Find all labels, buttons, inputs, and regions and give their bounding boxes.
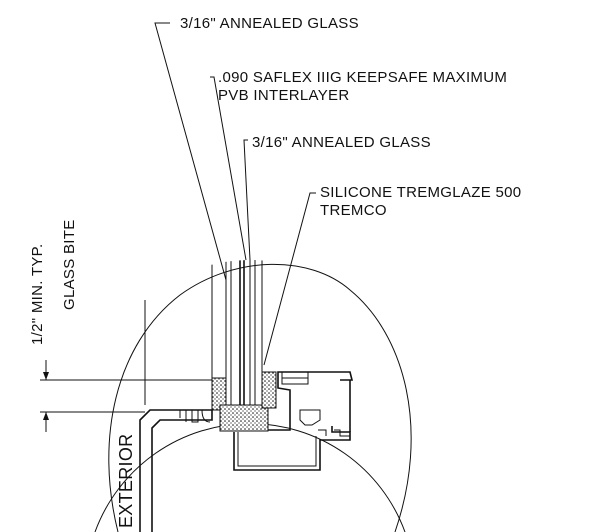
glazing-assembly [139, 260, 354, 532]
detail-circle-arc [108, 263, 412, 532]
glass-bite-dimension [40, 360, 212, 432]
callout-interlayer-line1: .090 SAFLEX IIIG KEEPSAFE MAXIMUM [218, 69, 507, 86]
callout-outer-glass: 3/16" ANNEALED GLASS [180, 15, 359, 32]
callout-sealant-line1: SILICONE TREMGLAZE 500 [320, 184, 521, 201]
callout-sealant-line2: TREMCO [320, 202, 387, 219]
dimension-label-line1: 1/2" MIN. TYP. [29, 243, 46, 345]
detail-circle [94, 423, 406, 532]
exterior-label: EXTERIOR [116, 434, 136, 528]
callout-interlayer-line2: PVB INTERLAYER [218, 87, 349, 104]
dimension-label-line2: GLASS BITE [61, 219, 78, 310]
leader-lines [154, 22, 316, 366]
callout-inner-glass: 3/16" ANNEALED GLASS [252, 134, 431, 151]
